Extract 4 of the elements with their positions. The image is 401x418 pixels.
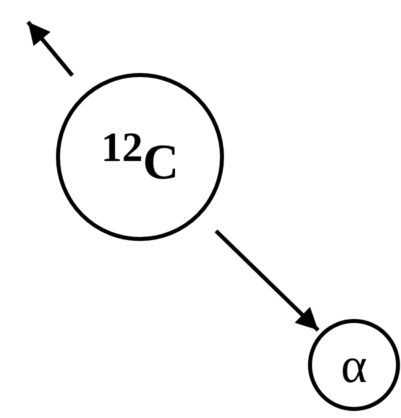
particle-symbol: α (340, 340, 368, 390)
arrow (214, 229, 320, 332)
arrow (26, 20, 74, 77)
particle-symbol: $^{12}$C (101, 128, 179, 186)
